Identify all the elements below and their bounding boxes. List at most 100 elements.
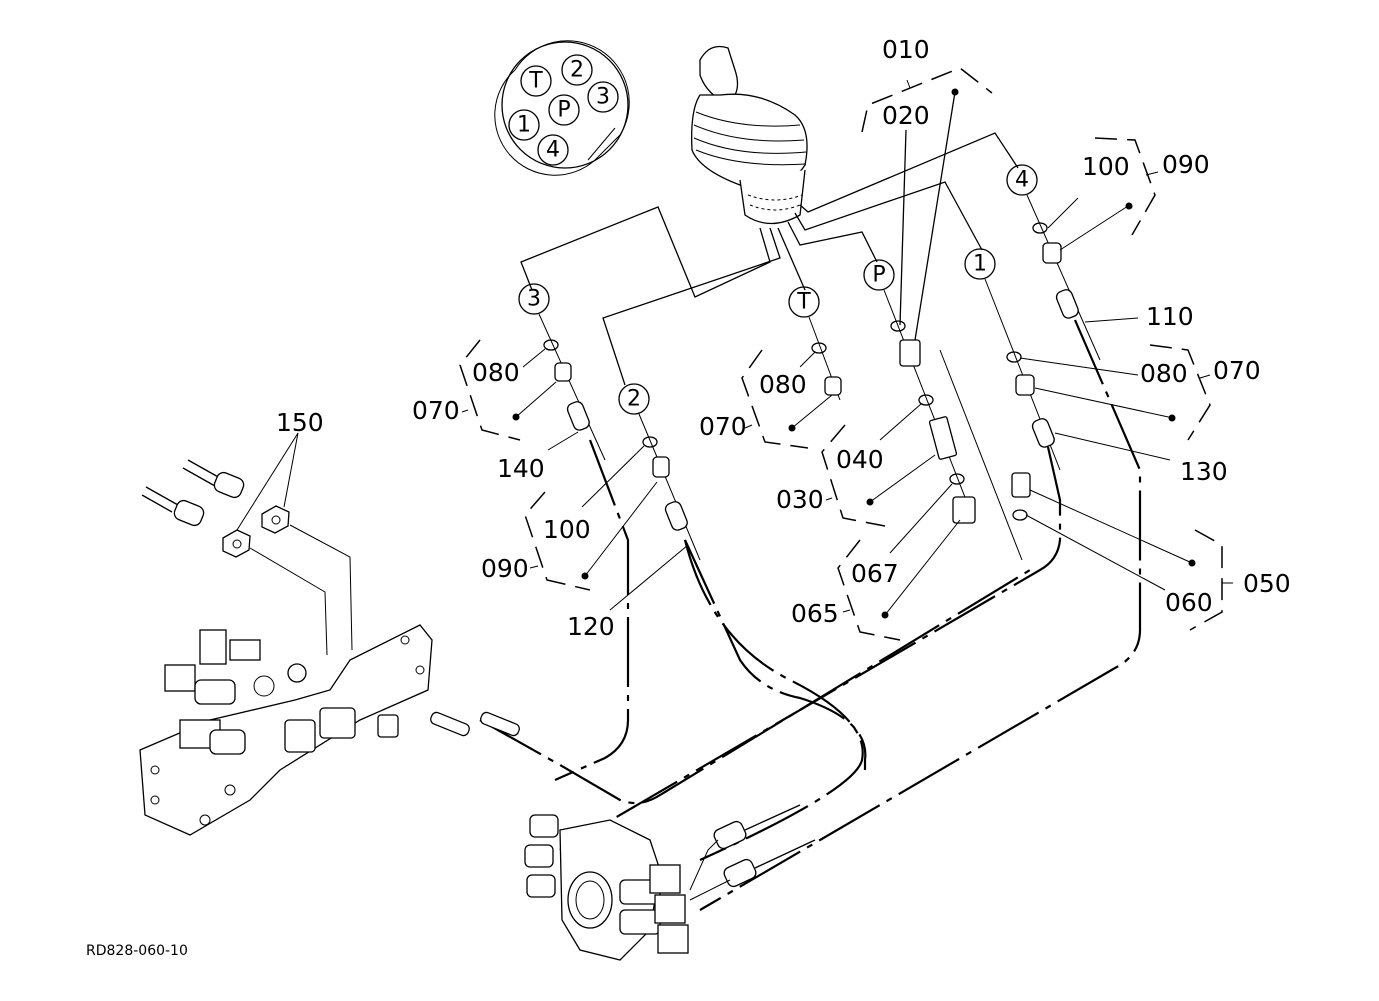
hose-end-icon xyxy=(1031,418,1055,448)
joystick-valve-icon xyxy=(691,45,808,225)
o-ring-icon xyxy=(1006,351,1022,363)
label-090-right: 090 xyxy=(1162,150,1210,179)
bracket-090-left xyxy=(524,491,591,591)
bracket-070-right xyxy=(1149,344,1211,441)
label-090-left: 090 xyxy=(481,554,529,583)
label-060: 060 xyxy=(1165,588,1213,617)
label-030: 030 xyxy=(776,485,824,514)
label-070-left: 070 xyxy=(412,396,460,425)
port-1-callout: 1 xyxy=(964,248,996,280)
solenoid-valve-block-icon xyxy=(139,624,520,836)
o-ring-icon xyxy=(642,436,658,448)
bracket-070-mid xyxy=(741,349,809,449)
svg-text:4: 4 xyxy=(546,138,560,163)
label-070-mid: 070 xyxy=(699,412,747,441)
label-067: 067 xyxy=(851,559,899,588)
tee-fitting-icon xyxy=(928,416,958,460)
label-120: 120 xyxy=(567,612,615,641)
adapter-fitting-icon xyxy=(824,376,842,396)
port-2-callout: 2 xyxy=(618,383,650,415)
bracket-065 xyxy=(837,539,901,641)
fittings xyxy=(554,242,1062,524)
face-port-2: 2 xyxy=(561,54,593,86)
label-070-right: 070 xyxy=(1213,356,1261,385)
label-080-left: 080 xyxy=(472,358,520,387)
port-P-callout: P xyxy=(863,259,895,291)
label-080-mid: 080 xyxy=(759,370,807,399)
svg-text:P: P xyxy=(557,98,570,123)
adapter-fitting-icon xyxy=(1042,242,1062,264)
diagram-code: RD828-060-10 xyxy=(86,943,188,959)
label-080-right: 080 xyxy=(1140,359,1188,388)
svg-text:3: 3 xyxy=(596,85,610,110)
leader-lines xyxy=(515,197,1193,616)
nut-icon xyxy=(261,505,290,534)
o-ring-icon xyxy=(811,342,827,354)
face-port-T: T xyxy=(520,65,552,97)
label-065: 065 xyxy=(791,599,839,628)
hose-150-assembly xyxy=(141,432,353,656)
assembly-brackets xyxy=(459,67,1233,641)
svg-text:P: P xyxy=(872,263,885,288)
hose-130 xyxy=(559,446,1062,851)
o-ring-icon xyxy=(918,394,934,406)
svg-text:1: 1 xyxy=(517,113,531,138)
o-ring-icon xyxy=(949,473,965,485)
hoses xyxy=(479,319,1142,911)
nut-icon xyxy=(222,529,251,558)
control-valve-icon xyxy=(524,804,816,961)
port-callouts: 3 2 T P 1 4 xyxy=(518,164,1038,415)
bracket-090-right xyxy=(1094,137,1156,236)
adapter-fitting-icon xyxy=(554,362,572,382)
connector-face-detail: T 2 3 P 1 4 xyxy=(494,40,630,176)
hose-end-icon xyxy=(566,401,590,431)
svg-text:T: T xyxy=(796,290,811,315)
label-100-right: 100 xyxy=(1082,152,1130,181)
pressure-switch-icon xyxy=(1011,472,1031,498)
svg-text:1: 1 xyxy=(973,252,987,277)
o-rings xyxy=(543,222,1048,521)
port-4-callout: 4 xyxy=(1006,164,1038,196)
svg-text:2: 2 xyxy=(627,387,641,412)
face-port-1: 1 xyxy=(508,109,540,141)
label-050: 050 xyxy=(1243,569,1291,598)
o-ring-icon xyxy=(1012,509,1028,521)
o-ring-icon xyxy=(543,339,559,351)
label-010: 010 xyxy=(882,35,930,64)
hose-end-icon xyxy=(1055,289,1079,319)
svg-text:T: T xyxy=(528,69,543,94)
label-140: 140 xyxy=(497,454,545,483)
pilot-lines xyxy=(520,91,1019,386)
label-150: 150 xyxy=(276,408,324,437)
face-port-4: 4 xyxy=(537,134,569,166)
port-T-callout: T xyxy=(788,286,820,318)
o-ring-icon xyxy=(890,320,906,332)
part-labels: 010 020 100 090 110 080 070 130 060 050 … xyxy=(276,35,1291,641)
label-100-left: 100 xyxy=(543,515,591,544)
o-ring-icon xyxy=(1032,222,1048,234)
port-3-callout: 3 xyxy=(518,283,550,315)
face-port-P: P xyxy=(548,94,580,126)
hose-120 xyxy=(683,539,864,862)
hose-ends xyxy=(566,289,1079,531)
svg-text:3: 3 xyxy=(527,287,541,312)
svg-text:2: 2 xyxy=(570,58,584,83)
bracket-050 xyxy=(1189,529,1223,631)
label-040: 040 xyxy=(836,445,884,474)
elbow-fitting-icon xyxy=(952,496,976,524)
adapter-fitting-icon xyxy=(899,339,921,367)
hose-end-icon xyxy=(664,501,688,531)
label-130: 130 xyxy=(1180,457,1228,486)
bracket-030 xyxy=(821,424,886,527)
bracket-010 xyxy=(861,67,993,133)
bracket-070-left xyxy=(459,339,521,441)
svg-text:4: 4 xyxy=(1015,168,1029,193)
label-110: 110 xyxy=(1146,302,1194,331)
face-port-3: 3 xyxy=(587,81,619,113)
hose-110 xyxy=(699,319,1142,911)
label-020: 020 xyxy=(882,101,930,130)
reference-dots xyxy=(512,88,1196,619)
hose-140 xyxy=(554,439,630,782)
adapter-fitting-icon xyxy=(652,456,670,478)
